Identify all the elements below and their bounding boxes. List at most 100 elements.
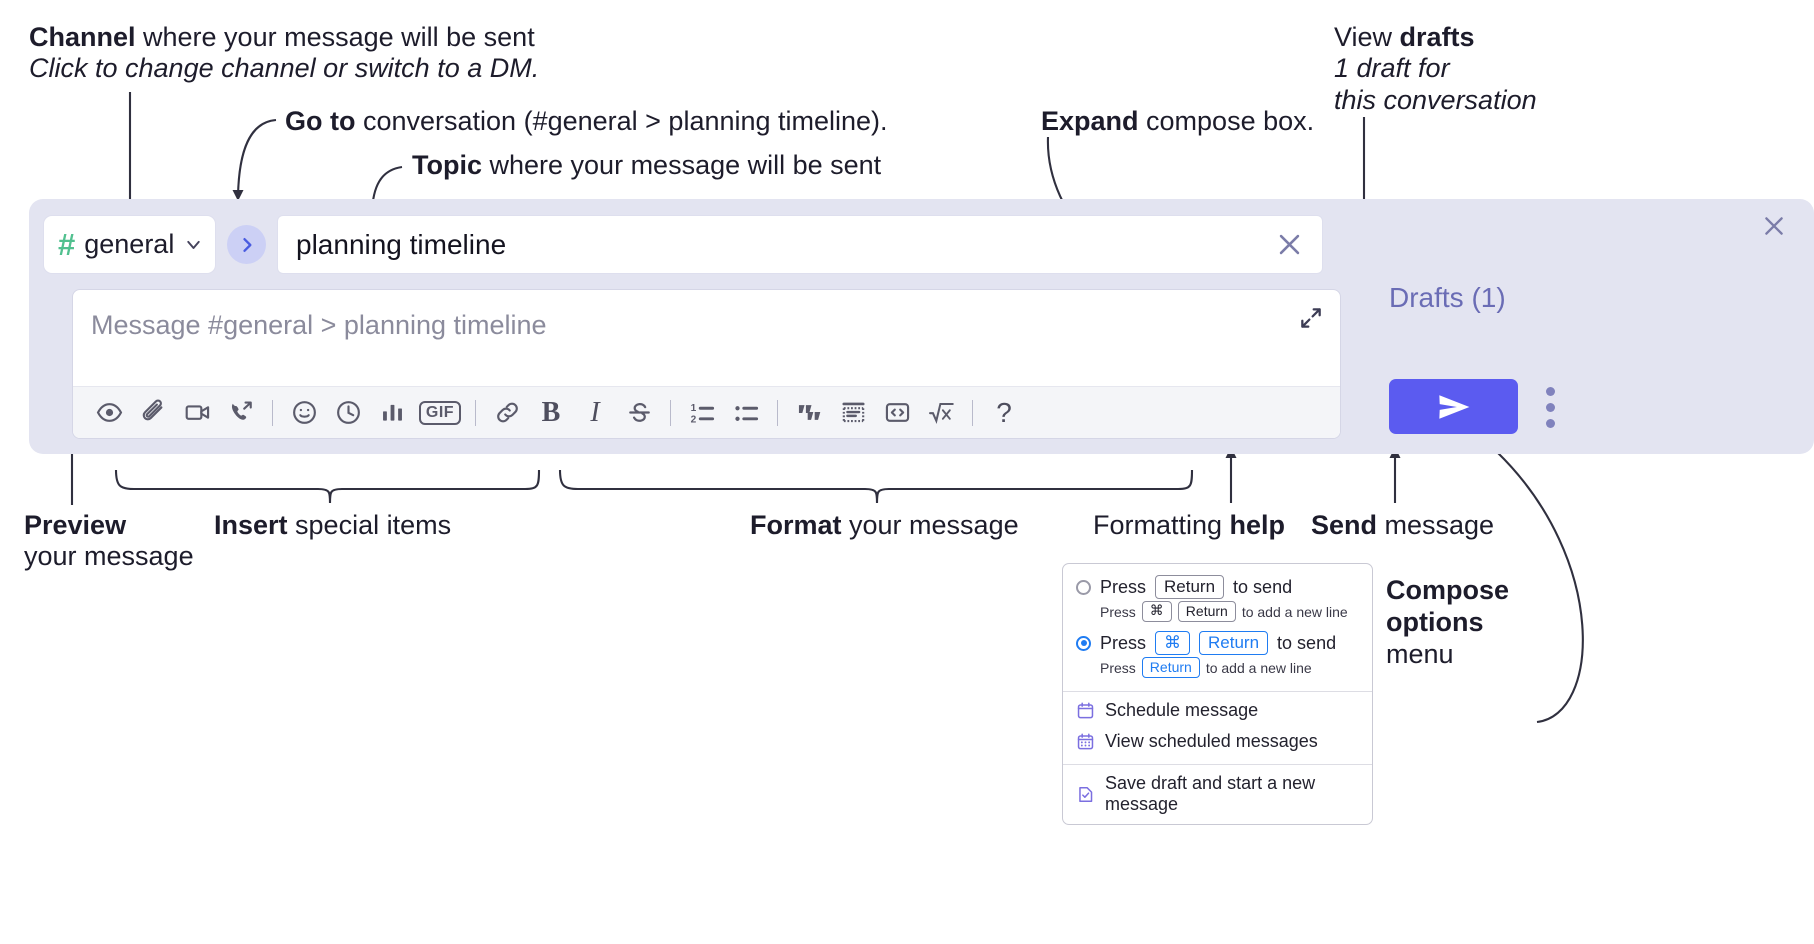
annotation-format: Format your message xyxy=(750,510,1019,541)
bold-label: B xyxy=(541,396,561,428)
italic-label: I xyxy=(590,396,600,428)
annotation-expand-rest: compose box. xyxy=(1138,106,1315,136)
send-button[interactable] xyxy=(1389,379,1518,434)
preview-icon[interactable] xyxy=(87,394,131,432)
strikethrough-icon[interactable] xyxy=(617,394,661,432)
more-vertical-icon-dot xyxy=(1545,402,1555,412)
annotation-send: Send message xyxy=(1311,510,1494,541)
annotation-preview-bold: Preview xyxy=(24,510,127,540)
expand-compose-button[interactable] xyxy=(1296,303,1326,333)
math-icon[interactable] xyxy=(919,394,963,432)
save-draft-icon xyxy=(1079,786,1093,802)
more-vertical-icon-dot xyxy=(1545,386,1555,396)
radio-cmd-return[interactable] xyxy=(1076,635,1091,651)
brace-insert xyxy=(114,469,541,504)
compose-panel: # general planning timeline xyxy=(29,199,1814,454)
key-return: Return xyxy=(1141,657,1200,678)
annotation-drafts-lead: View xyxy=(1334,22,1400,52)
annotation-channel-rest: where your message will be sent xyxy=(135,22,535,52)
menu-item-save-draft[interactable]: Save draft and start a new message xyxy=(1063,768,1372,820)
go-to-conversation-button[interactable] xyxy=(227,225,266,264)
radio-return[interactable] xyxy=(1076,579,1091,595)
ordered-list-icon[interactable]: 1 2 xyxy=(680,394,724,432)
option1-pre: Press xyxy=(1100,576,1147,597)
annotation-preview-line2: your message xyxy=(24,541,194,572)
compose-options-menu: Press Return to send Press ⌘ Return to a… xyxy=(1062,563,1373,825)
menu-item-label: View scheduled messages xyxy=(1105,731,1318,751)
italic-icon[interactable]: I xyxy=(573,394,617,432)
option2-sub-post: to add a new line xyxy=(1205,659,1312,676)
annotation-channel: Channel where your message will be sent … xyxy=(29,22,539,85)
annotation-channel-bold: Channel xyxy=(29,22,136,52)
code-block-icon[interactable] xyxy=(831,394,875,432)
drafts-link[interactable]: Drafts (1) xyxy=(1389,282,1506,313)
annotation-compose-options: Compose options menu xyxy=(1386,575,1509,671)
annotation-send-bold: Send xyxy=(1311,510,1378,540)
annotation-expand-bold: Expand xyxy=(1041,106,1139,136)
menu-item-label: Save draft and start a new message xyxy=(1105,773,1316,814)
annotation-drafts-italic1: 1 draft for xyxy=(1334,53,1450,84)
annotation-channel-italic: Click to change channel or switch to a D… xyxy=(29,53,540,84)
leader-goto xyxy=(236,118,277,197)
chevron-down-icon xyxy=(183,234,204,255)
menu-item-schedule-message[interactable]: Schedule message xyxy=(1063,695,1372,726)
annotation-drafts-italic2: this conversation xyxy=(1334,84,1537,115)
key-command: ⌘ xyxy=(1141,601,1172,622)
send-option-return[interactable]: Press Return to send xyxy=(1063,572,1372,600)
toolbar-divider xyxy=(272,399,273,426)
compose-options-button[interactable] xyxy=(1537,385,1563,429)
link-icon[interactable] xyxy=(485,394,529,432)
annotation-goto-rest: conversation (#general > planning timeli… xyxy=(355,106,888,136)
annotation-topic: Topic where your message will be sent xyxy=(412,150,881,181)
annotation-insert-rest: special items xyxy=(287,510,452,540)
clock-icon[interactable] xyxy=(326,394,370,432)
send-option-cmd-return[interactable]: Press ⌘ Return to send xyxy=(1063,628,1372,656)
message-input[interactable]: Message #general > planning timeline xyxy=(73,290,1340,388)
toolbar-divider xyxy=(670,399,671,426)
help-label: ? xyxy=(996,396,1012,428)
poll-icon[interactable] xyxy=(370,394,414,432)
annotation-insert-bold: Insert xyxy=(214,510,288,540)
calendar-icon xyxy=(1077,702,1094,719)
formatting-help-icon[interactable]: ? xyxy=(982,394,1026,432)
bold-icon[interactable]: B xyxy=(529,394,573,432)
menu-item-view-scheduled-messages[interactable]: View scheduled messages xyxy=(1063,726,1372,757)
audio-call-icon[interactable] xyxy=(219,394,263,432)
annotation-topic-bold: Topic xyxy=(412,150,482,180)
formatting-toolbar: GIF B I xyxy=(73,386,1340,438)
send-option-return-sub: Press ⌘ Return to add a new line xyxy=(1063,600,1372,628)
key-return: Return xyxy=(1199,631,1269,655)
svg-text:2: 2 xyxy=(690,415,696,426)
annotation-compose-rest: menu xyxy=(1386,638,1454,669)
send-option-cmd-return-sub: Press Return to add a new line xyxy=(1063,656,1372,684)
key-command: ⌘ xyxy=(1155,631,1191,655)
annotation-format-bold: Format xyxy=(750,510,842,540)
toolbar-divider xyxy=(475,399,476,426)
annotation-compose-bold2: options xyxy=(1386,606,1484,637)
topic-input[interactable]: planning timeline xyxy=(277,215,1323,274)
key-return: Return xyxy=(1155,575,1225,599)
send-paper-plane-icon xyxy=(1438,394,1469,419)
attachment-icon[interactable] xyxy=(131,394,175,432)
brace-format xyxy=(558,469,1194,504)
channel-selector[interactable]: # general xyxy=(43,215,216,274)
annotation-goto: Go to conversation (#general > planning … xyxy=(285,106,888,137)
panel-close-button[interactable] xyxy=(1757,209,1791,243)
message-placeholder: Message #general > planning timeline xyxy=(91,310,547,340)
gif-icon[interactable]: GIF xyxy=(414,394,466,432)
video-icon[interactable] xyxy=(175,394,219,432)
annotation-goto-bold: Go to xyxy=(285,106,356,136)
close-icon xyxy=(1279,234,1300,255)
bulleted-list-icon[interactable] xyxy=(724,394,768,432)
close-icon xyxy=(1765,217,1783,235)
blockquote-icon[interactable] xyxy=(787,394,831,432)
topic-clear-button[interactable] xyxy=(1275,230,1304,259)
leader-compose-options xyxy=(1496,451,1584,724)
inline-code-icon[interactable] xyxy=(875,394,919,432)
annotation-format-rest: your message xyxy=(841,510,1019,540)
emoji-icon[interactable] xyxy=(282,394,326,432)
annotation-send-rest: message xyxy=(1377,510,1495,540)
option2-sub-pre: Press xyxy=(1100,659,1136,676)
menu-divider xyxy=(1063,764,1372,765)
